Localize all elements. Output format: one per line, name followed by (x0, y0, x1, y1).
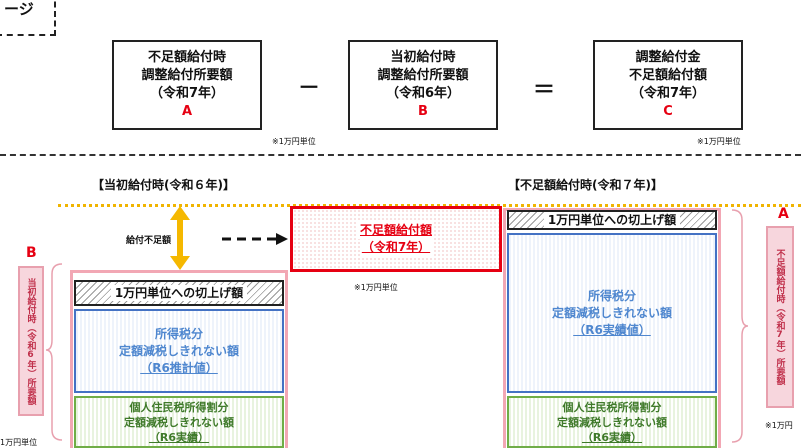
right-bracket (731, 209, 749, 443)
shortfall-amount-box: 不足額給付額 （令和7年） (290, 206, 502, 272)
right-income-line2: 定額減税しきれない額 (551, 305, 672, 320)
right-income-line3: （R6実績値） (573, 322, 651, 337)
right-resident-line2: 定額減税しきれない額 (557, 415, 667, 429)
left-resident-line3: （R6実績） (148, 430, 210, 444)
box-b-line1: 当初給付時 (390, 50, 456, 65)
middle-unit-note: ※1万円単位 (354, 283, 398, 292)
left-bracket (45, 263, 63, 441)
left-income-line2: 定額減税しきれない額 (118, 343, 239, 358)
right-roundup-box: 1万円単位への切上げ額 (507, 210, 717, 230)
left-roundup-label: 1万円単位への切上げ額 (110, 285, 248, 301)
box-c-line1: 調整給付金 (635, 50, 701, 65)
right-heading: 【不足額給付時(令和７年)】 (508, 178, 663, 192)
left-side-label: 当初給付時（令和6年）所要額 (18, 266, 44, 416)
right-resident-line3: （R6実績） (581, 430, 643, 444)
section-divider (0, 154, 801, 156)
left-column-frame (70, 270, 288, 448)
left-unit-note: 1万円単位 (0, 438, 38, 447)
box-c-unit-note: ※1万円単位 (697, 137, 741, 146)
box-c-letter: C (663, 104, 673, 119)
right-roundup-label: 1万円単位への切上げ額 (543, 212, 681, 228)
left-heading: 【当初給付時(令和６年)】 (92, 178, 235, 192)
box-c-line2: 不足額給付額 (628, 68, 707, 83)
right-unit-note: ※1万円 (765, 421, 793, 430)
left-roundup-box: 1万円単位への切上げ額 (74, 280, 284, 306)
right-income-line1: 所得税分 (587, 288, 636, 303)
shortfall-double-arrow (170, 206, 190, 270)
formula-box-a: 不足額給付時 調整給付所要額 （令和7年） A (112, 40, 262, 130)
box-b-line2: 調整給付所要額 (377, 68, 469, 83)
level-line (58, 204, 801, 207)
box-a-line1: 不足額給付時 (147, 50, 226, 65)
box-b-unit-note: ※1万円単位 (272, 137, 316, 146)
equals-sign: ＝ (533, 78, 556, 103)
dashed-arrow (222, 233, 288, 245)
box-b-letter: B (418, 104, 428, 119)
formula-box-b: 当初給付時 調整給付所要額 （令和6年） B (348, 40, 498, 130)
right-resident-line1: 個人住民税所得割分 (562, 400, 662, 414)
right-side-label: 不足額給付時（令和7年）所要額 (766, 226, 794, 408)
left-resident-line2: 定額減税しきれない額 (124, 415, 234, 429)
right-column-frame (503, 208, 721, 448)
formula-box-c: 調整給付金 不足額給付額 （令和7年） C (593, 40, 743, 130)
box-a-letter: A (181, 104, 193, 119)
shortfall-line2: （令和7年） (359, 239, 433, 256)
shortfall-line1: 不足額給付額 (357, 222, 434, 239)
minus-sign: － (298, 76, 321, 101)
box-a-line3: （令和7年） (149, 86, 225, 101)
right-resident-tax-box: 個人住民税所得割分 定額減税しきれない額 （R6実績） (507, 396, 717, 448)
section-tag: ージ (0, 0, 56, 36)
shortfall-label: 給付不足額 (124, 233, 174, 246)
left-income-line3: （R6推計値） (140, 360, 218, 375)
left-income-tax-box: 所得税分 定額減税しきれない額 （R6推計値） (74, 309, 284, 393)
box-a-line2: 調整給付所要額 (141, 68, 233, 83)
left-resident-line1: 個人住民税所得割分 (129, 400, 229, 414)
left-resident-tax-box: 個人住民税所得割分 定額減税しきれない額 （R6実績） (74, 396, 284, 448)
left-income-line1: 所得税分 (154, 326, 203, 341)
box-c-line3: （令和7年） (630, 86, 706, 101)
left-letter-b: B (26, 245, 37, 261)
right-income-tax-box: 所得税分 定額減税しきれない額 （R6実績値） (507, 233, 717, 393)
box-b-line3: （令和6年） (385, 86, 461, 101)
right-letter-a: A (778, 206, 789, 222)
